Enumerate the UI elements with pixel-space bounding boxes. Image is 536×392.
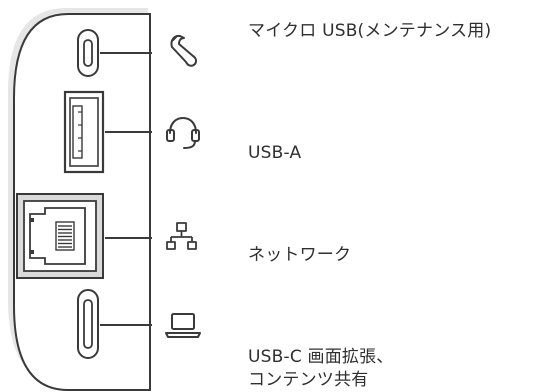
headset-icon (166, 117, 200, 149)
laptop-icon (165, 313, 201, 338)
network-label-line-1: ネットワーク (248, 245, 352, 265)
usb-c-port (77, 289, 99, 359)
network-icon (166, 222, 197, 250)
usb-a-label: USB-A (248, 142, 301, 165)
usb-c-label-line-2: コンテンツ共有 (248, 370, 369, 390)
network-label: ネットワーク (248, 244, 351, 267)
usb-c-label: USB-C 画面拡張、 コンテンツ共有 (248, 346, 394, 392)
usb-c-label-line-1: USB-C 画面拡張、 (248, 347, 394, 367)
ethernet-port (16, 193, 104, 279)
usb-a-port (63, 90, 105, 174)
micro-usb-port (77, 29, 99, 77)
micro-usb-label-line-1: マイクロ USB(メンテナンス用) (248, 21, 492, 41)
wrench-icon (170, 34, 198, 67)
micro-usb-label: マイクロ USB(メンテナンス用) (248, 20, 491, 43)
usb-a-label-line-1: USB-A (248, 143, 302, 163)
